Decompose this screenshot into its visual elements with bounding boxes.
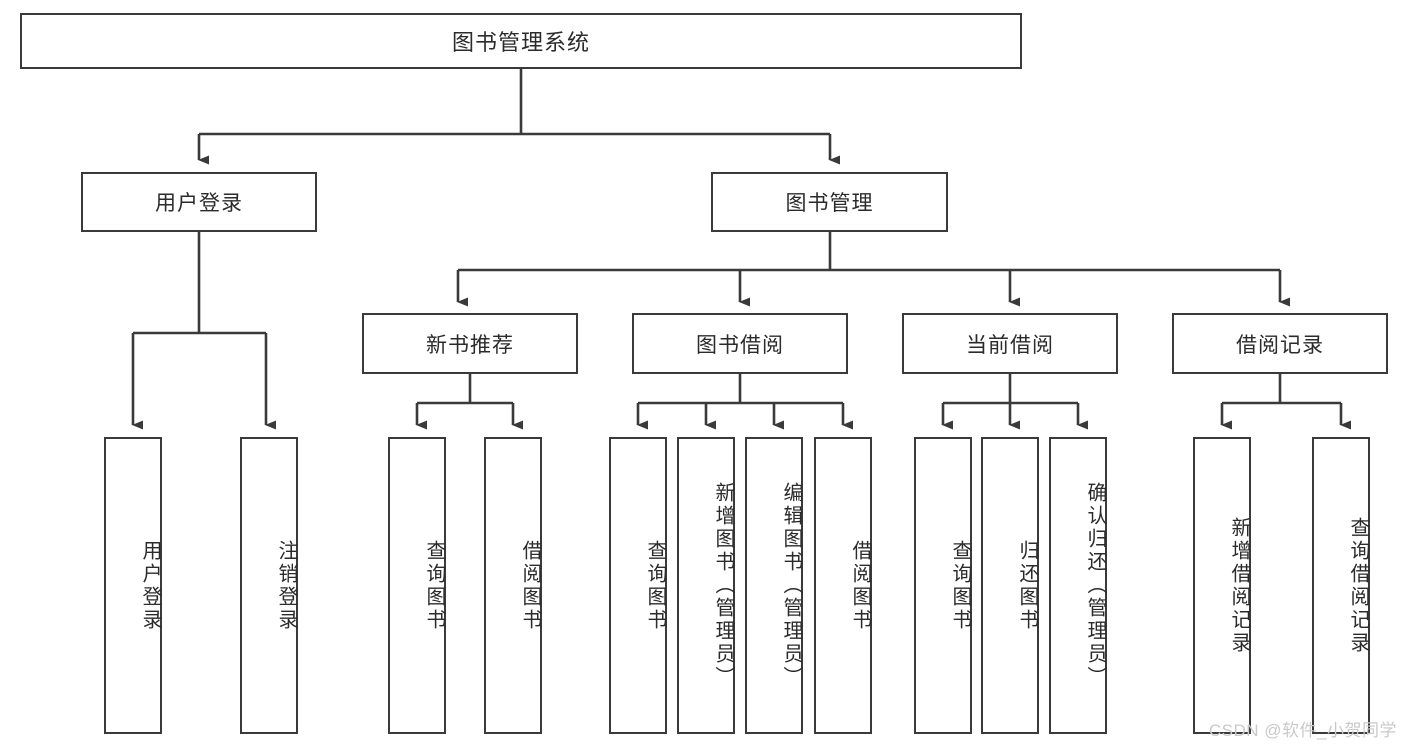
leaf-confirm-return-admin[interactable]: 确认归还（管理员）: [1049, 437, 1107, 734]
leaf-borrow-book-recommend[interactable]: 借阅图书: [484, 437, 542, 734]
leaf-query-borrow-record[interactable]: 查询借阅记录: [1312, 437, 1370, 734]
node-current-borrow[interactable]: 当前借阅: [902, 313, 1118, 374]
watermark-text: CSDN @软件_小贺同学: [1208, 721, 1397, 740]
leaf-user-login[interactable]: 用户登录: [104, 437, 162, 734]
leaf-query-book-borrow[interactable]: 查询图书: [609, 437, 667, 734]
node-book-borrow[interactable]: 图书借阅: [632, 313, 848, 374]
leaf-add-book-admin[interactable]: 新增图书（管理员）: [677, 437, 735, 734]
leaf-borrow-book[interactable]: 借阅图书: [814, 437, 872, 734]
leaf-query-book-current[interactable]: 查询图书: [914, 437, 972, 734]
node-user-login[interactable]: 用户登录: [81, 172, 317, 232]
leaf-logout[interactable]: 注销登录: [240, 437, 298, 734]
leaf-edit-book-admin[interactable]: 编辑图书（管理员）: [745, 437, 803, 734]
leaf-add-borrow-record[interactable]: 新增借阅记录: [1193, 437, 1251, 734]
node-borrow-record[interactable]: 借阅记录: [1172, 313, 1388, 374]
node-root-system[interactable]: 图书管理系统: [20, 13, 1022, 69]
node-book-management[interactable]: 图书管理: [711, 172, 948, 232]
node-new-book-recommend[interactable]: 新书推荐: [362, 313, 578, 374]
leaf-return-book[interactable]: 归还图书: [981, 437, 1039, 734]
leaf-query-book-recommend[interactable]: 查询图书: [388, 437, 446, 734]
